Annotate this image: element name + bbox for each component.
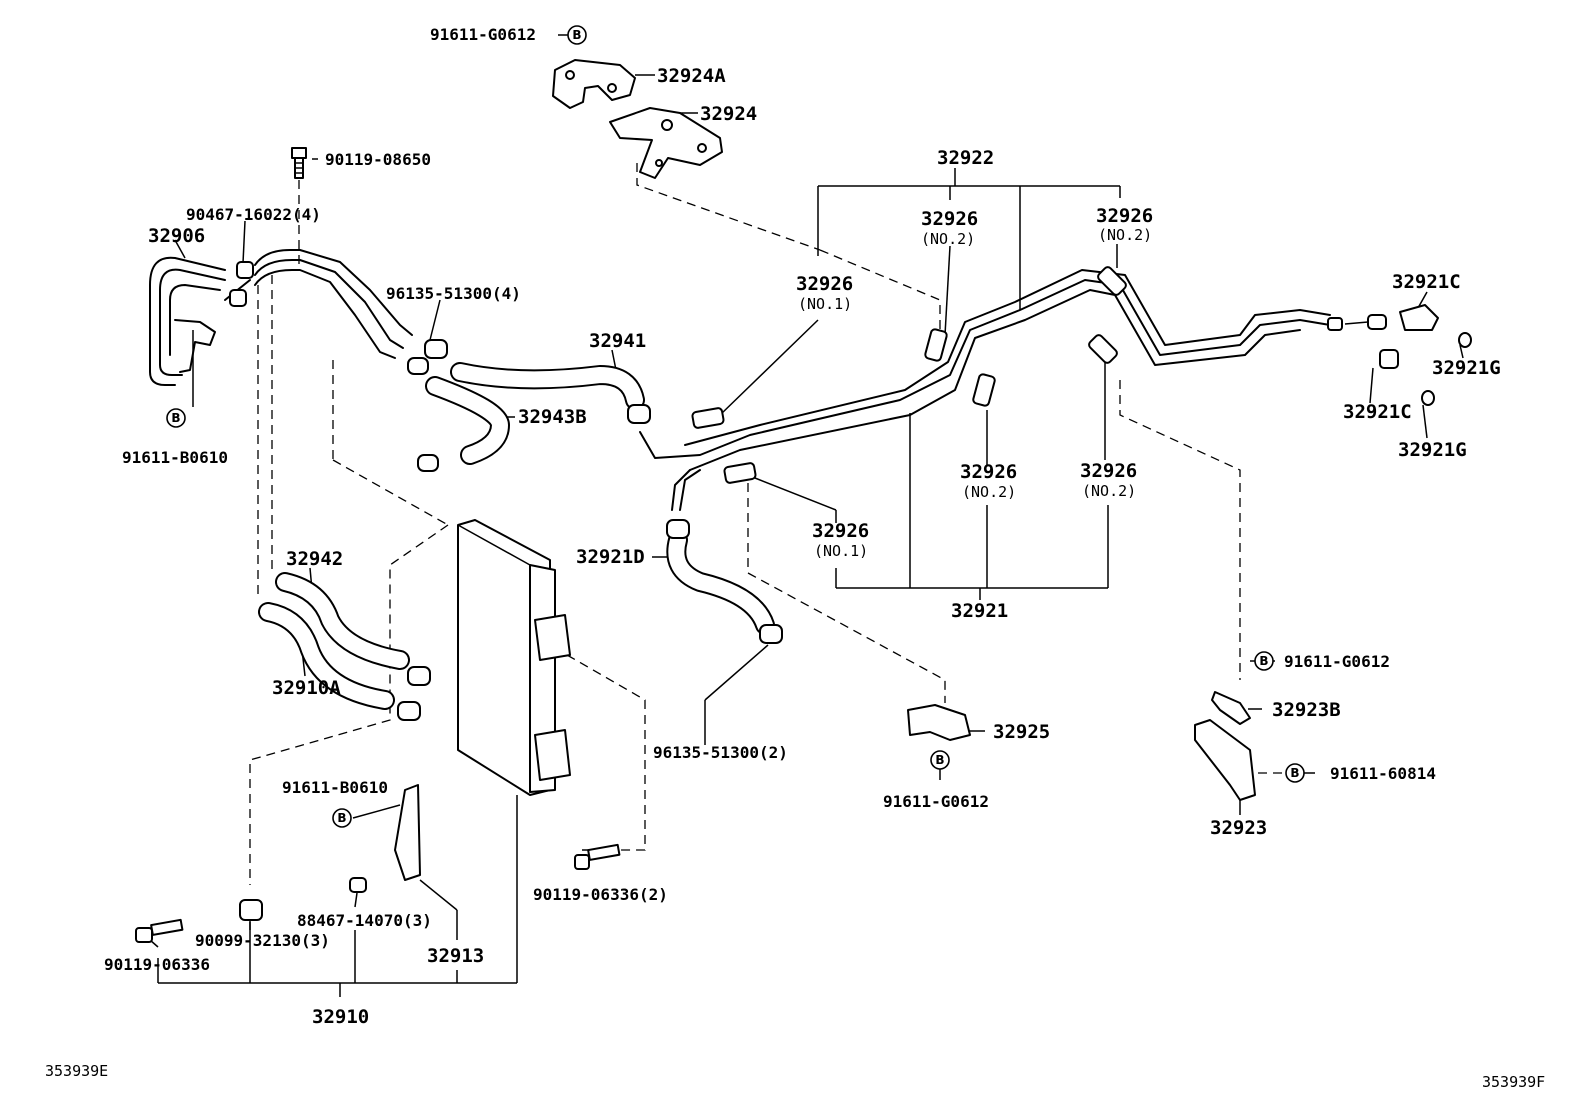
label-32943b: 32943B <box>518 406 587 428</box>
badge-b-icon: B <box>1254 651 1274 671</box>
label-no2-e: (NO.2) <box>1082 482 1136 500</box>
hose-clamps-96135-icon <box>407 339 651 472</box>
label-32921g-top: 32921G <box>1432 357 1501 379</box>
label-91611-g0612-right: 91611-G0612 <box>1284 652 1390 671</box>
o-rings-32921g-icon <box>1421 332 1472 406</box>
label-32925: 32925 <box>993 721 1050 743</box>
fittings-32921c-icon <box>1327 304 1439 369</box>
label-96135-51300-4: 96135-51300(4) <box>386 284 521 303</box>
label-32926-a: 32926 <box>921 208 978 230</box>
badge-b-icon: B <box>567 25 587 45</box>
label-91611-g0612-top: 91611-G0612 <box>430 25 536 44</box>
hose-32941-icon <box>450 362 645 410</box>
leader-lines <box>149 34 1464 997</box>
hose-32943b-icon <box>425 376 510 465</box>
label-32921c-top: 32921C <box>1392 271 1461 293</box>
label-32921g-bot: 32921G <box>1398 439 1467 461</box>
label-90467-16022: 90467-16022(4) <box>186 205 321 224</box>
svg-text:B: B <box>1259 654 1268 668</box>
svg-text:B: B <box>171 411 180 425</box>
label-32926-e: 32926 <box>1080 460 1137 482</box>
label-32926-d: 32926 <box>960 461 1017 483</box>
tube-assembly-32906-icon <box>149 249 413 386</box>
label-no1-f: (NO.1) <box>814 542 868 560</box>
label-32941: 32941 <box>589 330 646 352</box>
label-90119-06336-2: 90119-06336(2) <box>533 885 668 904</box>
dashed-reference-lines <box>249 163 1290 885</box>
label-32913: 32913 <box>427 945 484 967</box>
svg-text:B: B <box>1290 766 1299 780</box>
svg-text:B: B <box>337 811 346 825</box>
bracket-32924-icon <box>609 107 723 179</box>
hose-32921d-icon <box>666 519 783 644</box>
bracket-32923-icon <box>1194 719 1256 801</box>
bracket-32913-icon <box>394 784 421 881</box>
label-32921: 32921 <box>951 600 1008 622</box>
label-32926-f: 32926 <box>812 520 869 542</box>
badge-b-icon: B <box>332 808 352 828</box>
label-32910: 32910 <box>312 1006 369 1028</box>
svg-text:B: B <box>935 753 944 767</box>
label-no2-d: (NO.2) <box>962 483 1016 501</box>
oil-cooler-32910-icon <box>457 519 571 796</box>
bracket-32923b-icon <box>1211 691 1251 725</box>
label-32926-c: 32926 <box>796 273 853 295</box>
badge-b-icon: B <box>166 408 186 428</box>
badge-b-icon: B <box>930 750 950 770</box>
label-32922: 32922 <box>937 147 994 169</box>
label-88467-14070: 88467-14070(3) <box>297 911 432 930</box>
label-32921d: 32921D <box>576 546 645 568</box>
label-32924a: 32924A <box>657 65 726 87</box>
main-oil-cooler-pipes-icon <box>639 269 1331 511</box>
label-96135-51300-2: 96135-51300(2) <box>653 743 788 762</box>
bolt-90119-06336-2-icon <box>574 843 621 870</box>
grommet-90099-icon <box>239 899 263 921</box>
bracket-32924a-icon <box>552 59 636 109</box>
label-90099-32130: 90099-32130(3) <box>195 931 330 950</box>
label-90119-08650: 90119-08650 <box>325 150 431 169</box>
label-no2-b: (NO.2) <box>1098 226 1152 244</box>
grommet-88467-icon <box>349 877 367 893</box>
label-32906: 32906 <box>148 225 205 247</box>
bracket-32925-icon <box>907 704 971 741</box>
label-91611-b0610-left: 91611-B0610 <box>122 448 228 467</box>
hoses-32942-32910a-icon <box>258 572 431 721</box>
label-32924: 32924 <box>700 103 757 125</box>
bolt-90119-08650-icon <box>291 147 307 179</box>
label-32910a: 32910A <box>272 677 341 699</box>
label-32926-b: 32926 <box>1096 205 1153 227</box>
label-91611-60814: 91611-60814 <box>1330 764 1436 783</box>
label-91611-g0612-mid: 91611-G0612 <box>883 792 989 811</box>
badge-b-icon: B <box>1285 763 1305 783</box>
diagram-code-left: 353939E <box>45 1062 108 1080</box>
label-no2-a: (NO.2) <box>921 230 975 248</box>
badges: B B B B B B <box>166 25 1305 828</box>
label-no1-c: (NO.1) <box>798 295 852 313</box>
label-91611-b0610-mid: 91611-B0610 <box>282 778 388 797</box>
cushions-32926-icon <box>691 266 1127 484</box>
label-32942: 32942 <box>286 548 343 570</box>
label-32923: 32923 <box>1210 817 1267 839</box>
label-32923b: 32923B <box>1272 699 1341 721</box>
bolt-90119-06336-icon <box>135 918 184 943</box>
label-90119-06336: 90119-06336 <box>104 955 210 974</box>
clamps-90467-icon <box>229 261 254 307</box>
label-32921c-bot: 32921C <box>1343 401 1412 423</box>
diagram-code-right: 353939F <box>1482 1073 1545 1091</box>
part-labels: 91611-G0612 32924A 32924 90119-08650 904… <box>45 25 1545 1091</box>
svg-text:B: B <box>572 28 581 42</box>
